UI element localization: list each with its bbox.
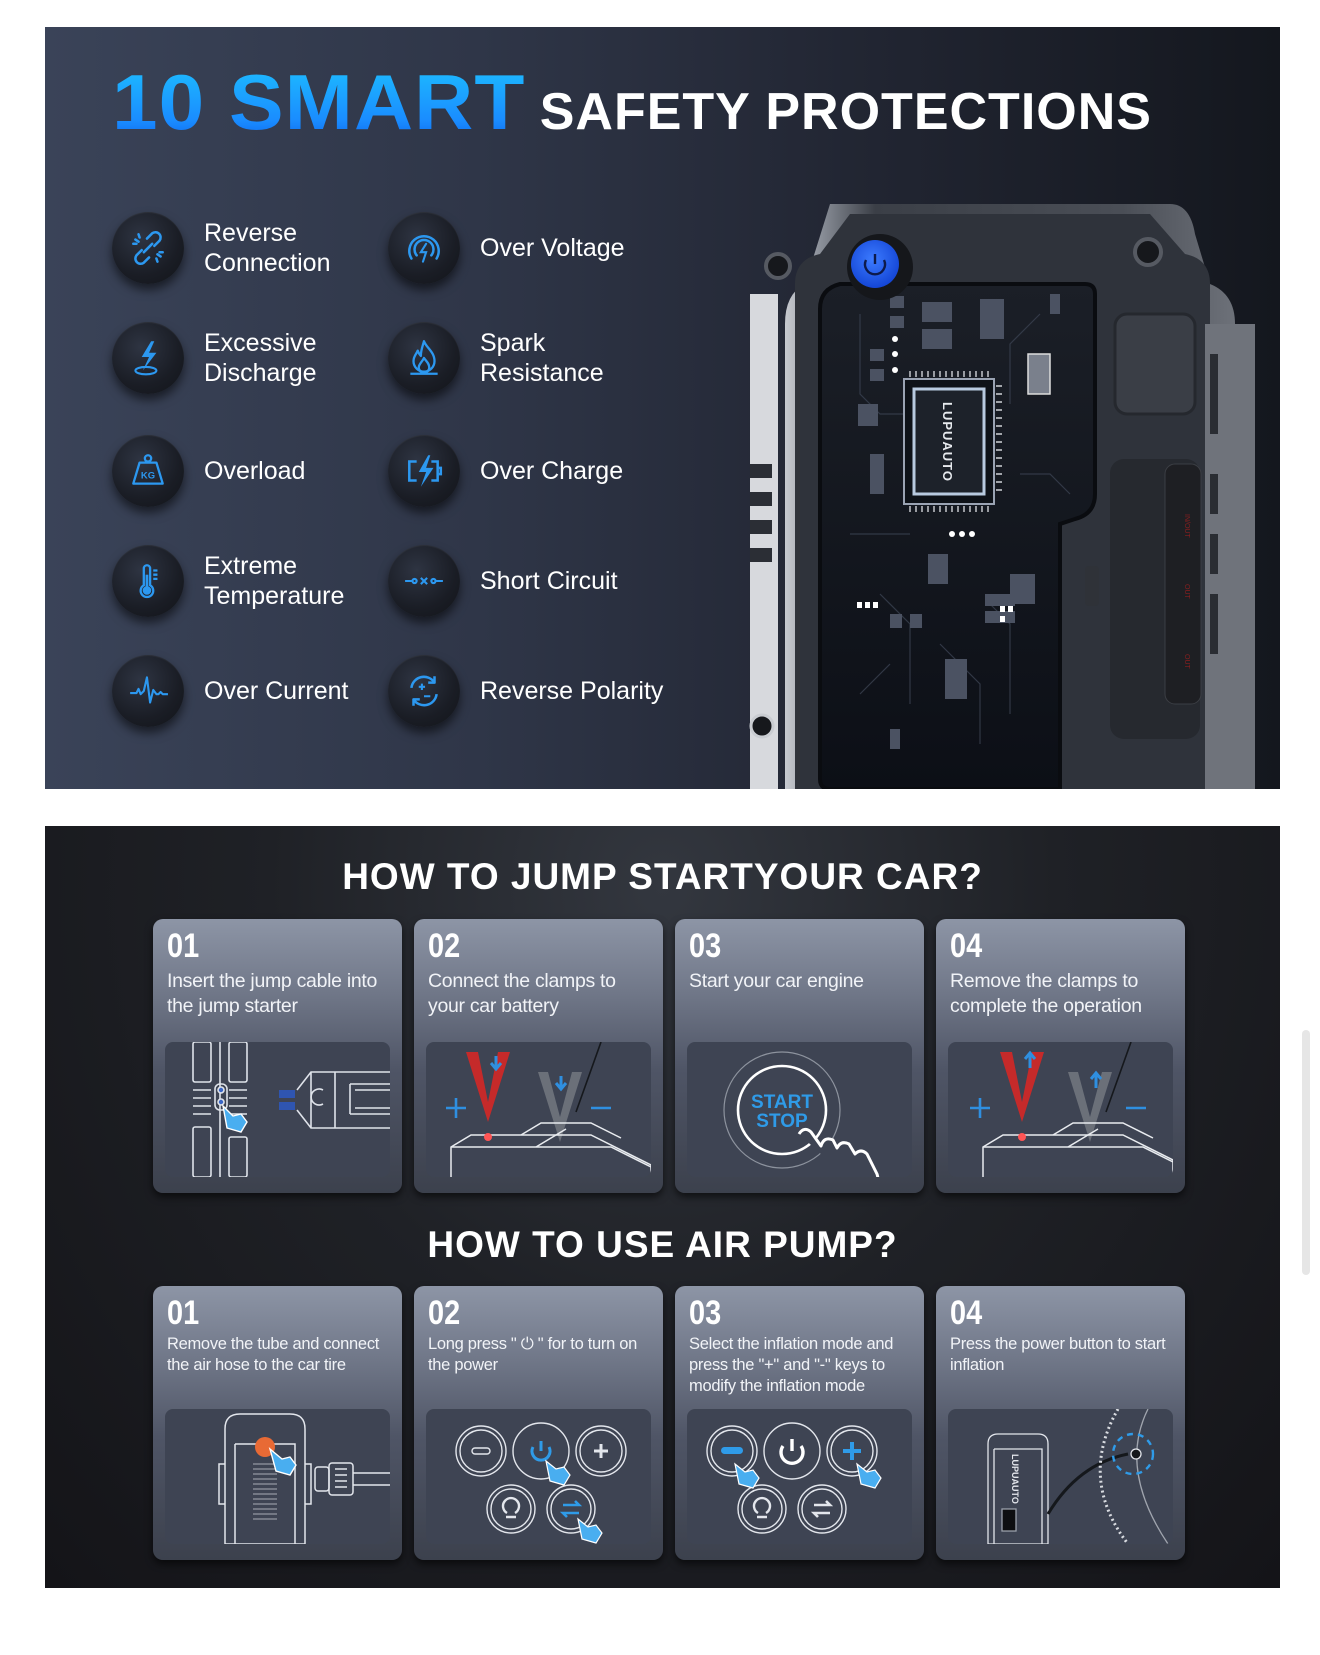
svg-text:IN/OUT: IN/OUT (1183, 514, 1190, 538)
page-scrollbar[interactable] (1302, 1030, 1310, 1275)
step-text: Remove the clamps to complete the operat… (950, 970, 1142, 1017)
safety-protections-panel: 10 SMART SAFETY PROTECTIONS Reverse Conn… (45, 27, 1280, 789)
connect-clamps-illustration (426, 1042, 651, 1177)
headline-rest: SAFETY PROTECTIONS (539, 83, 1152, 141)
air-hose-illustration (165, 1409, 390, 1544)
step-number: 01 (167, 927, 200, 965)
step-number: 01 (167, 1294, 200, 1332)
svg-text:OUT: OUT (1183, 584, 1190, 600)
pump-step-card: 04 Press the power button to start infla… (936, 1286, 1185, 1560)
lightning-ground-icon (112, 322, 184, 394)
air-pump-steps: 01 Remove the tube and connect the air h… (153, 1286, 1185, 1560)
svg-text:KG: KG (141, 470, 155, 481)
jump-step-card: 02 Connect the clamps to your car batter… (414, 919, 663, 1193)
jump-start-steps: 01 Insert the jump cable into the jump s… (153, 919, 1185, 1193)
feature-label: Excessive Discharge (204, 329, 317, 387)
thermometer-icon (112, 545, 184, 617)
feature-label: Over Charge (480, 457, 624, 485)
feature-overload: KG Overload (112, 435, 305, 507)
pulse-icon (112, 655, 184, 727)
jump-step-card: 01 Insert the jump cable into the jump s… (153, 919, 402, 1193)
feature-reverse-polarity: Reverse Polarity (388, 655, 663, 727)
feature-extreme-temperature: Extreme Temperature (112, 545, 344, 617)
weight-kg-icon: KG (112, 435, 184, 507)
step-number: 04 (950, 927, 983, 965)
feature-over-voltage: Over Voltage (388, 212, 625, 284)
feature-label: Over Current (204, 677, 349, 705)
start-label: START (751, 1092, 813, 1113)
feature-label: Extreme Temperature (204, 552, 345, 610)
power-on-buttons-illustration (426, 1409, 651, 1544)
feature-label: Spark Resistance (480, 329, 604, 387)
pump-step-card: 01 Remove the tube and connect the air h… (153, 1286, 402, 1560)
step-text: Insert the jump cable into the jump star… (167, 970, 378, 1017)
step-number: 02 (428, 1294, 461, 1332)
step-text: Press the power button to start inflatio… (950, 1335, 1166, 1374)
flame-icon (388, 322, 460, 394)
short-circuit-icon (388, 545, 460, 617)
feature-over-current: Over Current (112, 655, 348, 727)
step-text: Start your car engine (689, 970, 864, 992)
chip-brand-label: LUPUAUTO (940, 402, 955, 482)
inflation-mode-illustration (687, 1409, 912, 1544)
air-pump-title: HOW TO USE AIR PUMP? (427, 1224, 898, 1265)
pump-step-card: 02 Long press " ⏻ " for to turn on the p… (414, 1286, 663, 1560)
step-text: Long press " ⏻ " for to turn on the powe… (428, 1335, 637, 1374)
feature-label: Short Circuit (480, 567, 618, 595)
polarity-cycle-icon (388, 655, 460, 727)
instructions-panel: HOW TO JUMP STARTYOUR CAR? 01 Insert the… (45, 826, 1280, 1588)
step-number: 03 (689, 927, 722, 965)
jump-start-title: HOW TO JUMP STARTYOUR CAR? (342, 856, 983, 897)
feature-excessive-discharge: Excessive Discharge (112, 322, 317, 394)
remove-clamps-illustration (948, 1042, 1173, 1177)
pump-step-card: 03 Select the inflation mode and press t… (675, 1286, 924, 1560)
step-text: Connect the clamps to your car battery (428, 970, 616, 1017)
svg-text:OUT: OUT (1183, 654, 1190, 670)
feature-over-charge: Over Charge (388, 435, 623, 507)
feature-spark-resistance: Spark Resistance (388, 322, 604, 394)
step-text: Select the inflation mode and press the … (689, 1335, 894, 1395)
feature-reverse-connection: Reverse Connection (112, 212, 330, 284)
step-number: 02 (428, 927, 461, 965)
stop-label: STOP (756, 1111, 808, 1132)
voltage-gauge-icon (388, 212, 460, 284)
feature-label: Over Voltage (480, 234, 625, 262)
safety-headline: 10 SMART SAFETY PROTECTIONS (112, 57, 1152, 148)
feature-label: Reverse Polarity (480, 677, 664, 705)
headline-highlight: 10 SMART (112, 58, 526, 146)
feature-label: Overload (204, 457, 306, 485)
step-text: Remove the tube and connect the air hose… (167, 1335, 380, 1374)
start-stop-illustration: START STOP (687, 1042, 912, 1177)
feature-short-circuit: Short Circuit (388, 545, 618, 617)
step-number: 04 (950, 1294, 983, 1332)
start-inflation-illustration: LUPUAUTO (948, 1409, 1173, 1544)
battery-bolt-icon (388, 435, 460, 507)
jump-step-card: 03 Start your car engine START STOP (675, 919, 924, 1193)
svg-text:LUPUAUTO: LUPUAUTO (1010, 1454, 1020, 1504)
jump-step-card: 04 Remove the clamps to complete the ope… (936, 919, 1185, 1193)
jump-starter-device-image: LUPUAUTO IN/OUT OUT OUT (740, 174, 1260, 789)
broken-link-icon (112, 212, 184, 284)
insert-cable-illustration (165, 1042, 390, 1177)
feature-label: Reverse Connection (204, 219, 331, 277)
step-number: 03 (689, 1294, 722, 1332)
